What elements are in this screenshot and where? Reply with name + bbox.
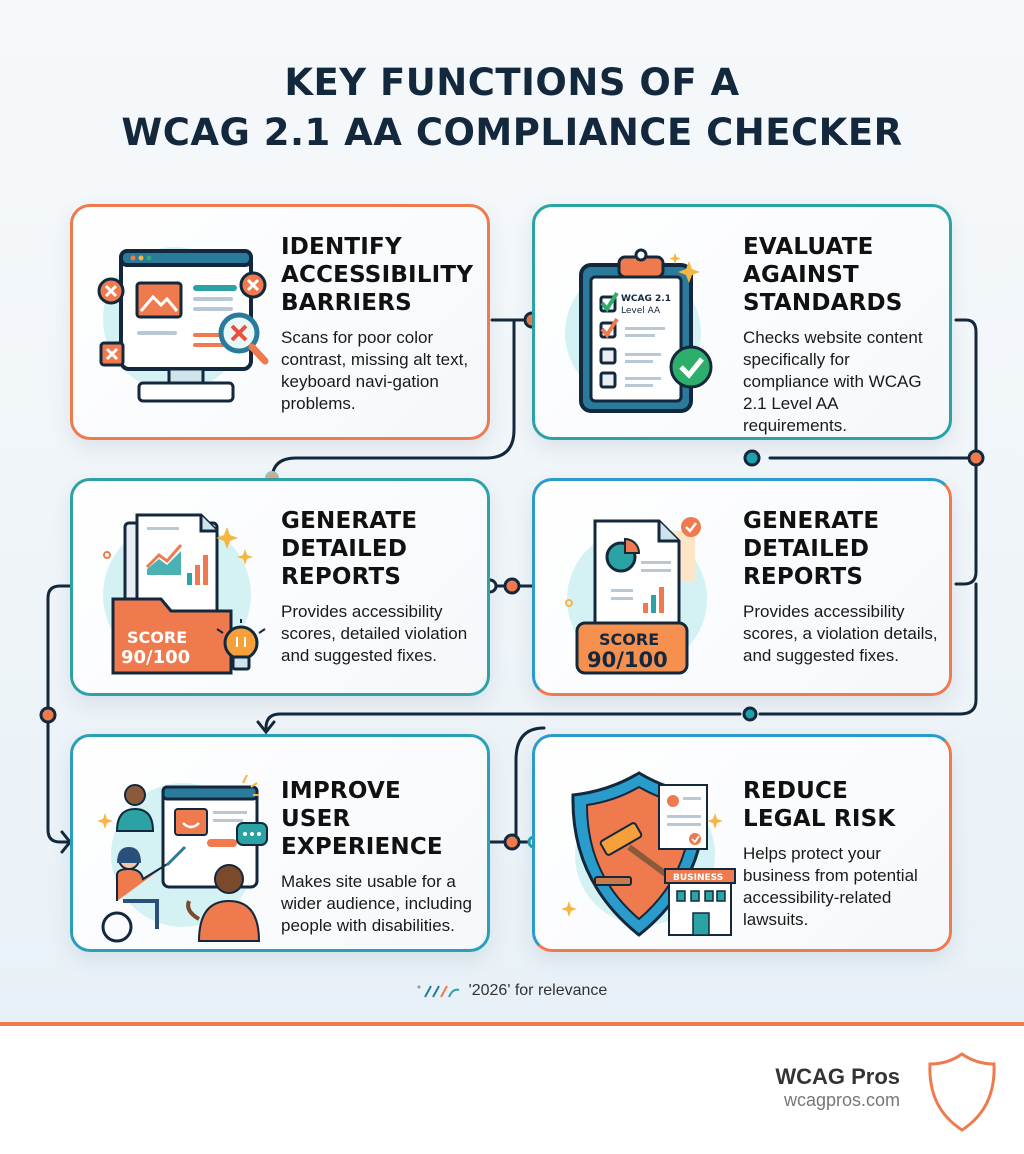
card-text: EVALUATE AGAINST STANDARDS Checks websit… [743, 233, 939, 437]
card-description: Scans for poor color contrast, missing a… [281, 328, 469, 413]
card-description: Helps protect your business from potenti… [743, 844, 918, 929]
card-title: GENERATE DETAILED REPORTS [743, 508, 880, 590]
card-text: IMPROVE USER EXPERIENCE Makes site usabl… [281, 777, 477, 937]
brand-url[interactable]: wcagpros.com [783, 1090, 900, 1110]
page-title: KEY FUNCTIONS OF A WCAG 2.1 AA COMPLIANC… [0, 58, 1024, 158]
svg-text:BUSINESS: BUSINESS [673, 873, 723, 883]
svg-text:SCORE: SCORE [127, 628, 187, 647]
clipboard-checklist-icon: WCAG 2.1 Level AA [565, 248, 713, 413]
card-generate-reports-right: SCORE 90/100 GENERATE DETAILED REPORTS P… [532, 478, 952, 696]
folder-report-lightbulb-icon: SCORE 90/100 [103, 513, 266, 675]
shield-outline-icon [928, 1052, 996, 1132]
card-text: IDENTIFY ACCESSIBILITY BARRIERS Scans fo… [281, 233, 477, 415]
card-description: Provides accessibility scores, a violati… [743, 602, 938, 665]
title-line-1: KEY FUNCTIONS OF A [284, 61, 740, 104]
caption-text: '2026' for relevance [468, 982, 608, 999]
card-improve-ux: IMPROVE USER EXPERIENCE Makes site usabl… [70, 734, 490, 952]
footer [0, 1026, 1024, 1154]
card-title: GENERATE DETAILED REPORTS [281, 508, 418, 590]
card-identify-barriers: IDENTIFY ACCESSIBILITY BARRIERS Scans fo… [70, 204, 490, 440]
card-text: GENERATE DETAILED REPORTS Provides acces… [743, 507, 939, 667]
svg-text:90/100: 90/100 [121, 647, 190, 668]
card-text: REDUCE LEGAL RISK Helps protect your bus… [743, 777, 939, 931]
card-title: IDENTIFY ACCESSIBILITY BARRIERS [281, 234, 474, 316]
card-title: IMPROVE USER EXPERIENCE [281, 778, 443, 860]
monitor-with-errors-magnifier-icon [97, 247, 269, 403]
card-evaluate-standards: WCAG 2.1 Level AA EVALUATE AGAINST STAND… [532, 204, 952, 440]
svg-text:WCAG 2.1: WCAG 2.1 [621, 294, 671, 304]
card-description: Provides accessibility scores, detailed … [281, 602, 468, 665]
report-document-score-icon: SCORE 90/100 [565, 517, 707, 675]
card-title: EVALUATE AGAINST STANDARDS [743, 234, 903, 316]
footer-divider [0, 1022, 1024, 1026]
svg-text:SCORE: SCORE [599, 630, 659, 649]
stripe-mark-icon [417, 985, 459, 998]
svg-text:Level AA: Level AA [621, 306, 661, 316]
card-description: Checks website content specifically for … [743, 328, 923, 435]
shield-gavel-business-icon: BUSINESS [561, 771, 736, 937]
card-text: GENERATE DETAILED REPORTS Provides acces… [281, 507, 477, 667]
caption: '2026' for relevance [0, 982, 1024, 1000]
card-title: REDUCE LEGAL RISK [743, 778, 896, 832]
card-description: Makes site usable for a wider audience, … [281, 872, 472, 935]
brand-name: WCAG Pros [775, 1064, 900, 1089]
svg-text:90/100: 90/100 [587, 648, 668, 672]
title-line-2: WCAG 2.1 AA COMPLIANCE CHECKER [121, 111, 903, 154]
card-reduce-legal-risk: BUSINESS REDUCE LEGAL RISK Helps protect… [532, 734, 952, 952]
card-generate-reports-left: SCORE 90/100 GENERATE DETAILED REPORTS P… [70, 478, 490, 696]
diverse-users-website-icon [97, 774, 268, 943]
